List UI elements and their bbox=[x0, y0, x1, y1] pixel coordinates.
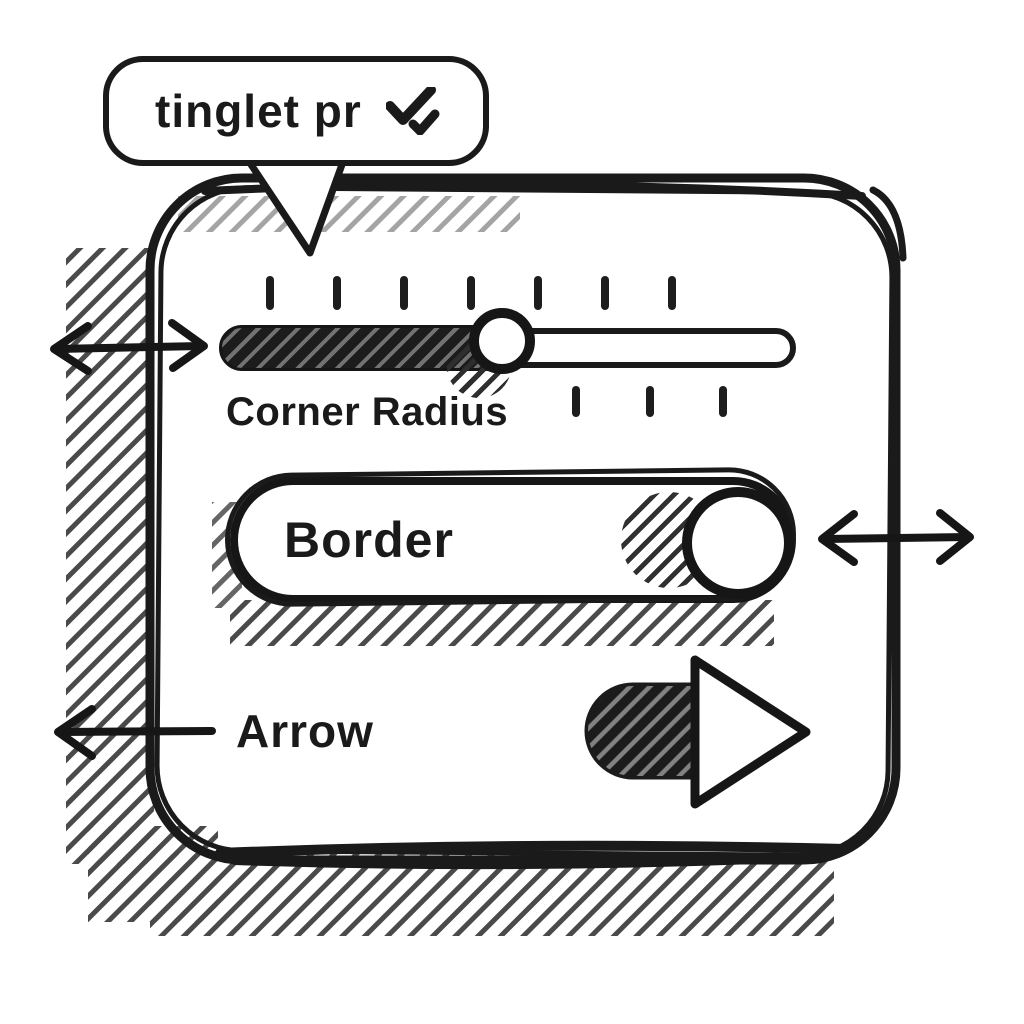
slider-width-annotation-arrow bbox=[50, 319, 208, 375]
border-toggle-label: Border bbox=[284, 512, 454, 568]
panel-outline bbox=[145, 173, 907, 870]
border-toggle[interactable]: Border bbox=[230, 477, 796, 603]
border-toggle-knob[interactable] bbox=[682, 487, 794, 599]
corner-radius-slider-thumb[interactable] bbox=[469, 308, 535, 374]
block-arrow-right-icon[interactable] bbox=[584, 655, 811, 809]
slider-ticks-bottom bbox=[572, 386, 727, 417]
tooltip-label: tinglet pr bbox=[155, 85, 362, 137]
arrow-row-annotation-arrow bbox=[54, 705, 216, 760]
slider-ticks-top bbox=[266, 276, 676, 310]
arrow-label: Arrow bbox=[236, 705, 374, 757]
corner-radius-label: Corner Radius bbox=[226, 390, 509, 434]
tooltip-bubble[interactable]: tinglet pr bbox=[103, 56, 489, 166]
toggle-width-annotation-arrow bbox=[818, 509, 974, 566]
double-check-icon bbox=[385, 87, 440, 135]
